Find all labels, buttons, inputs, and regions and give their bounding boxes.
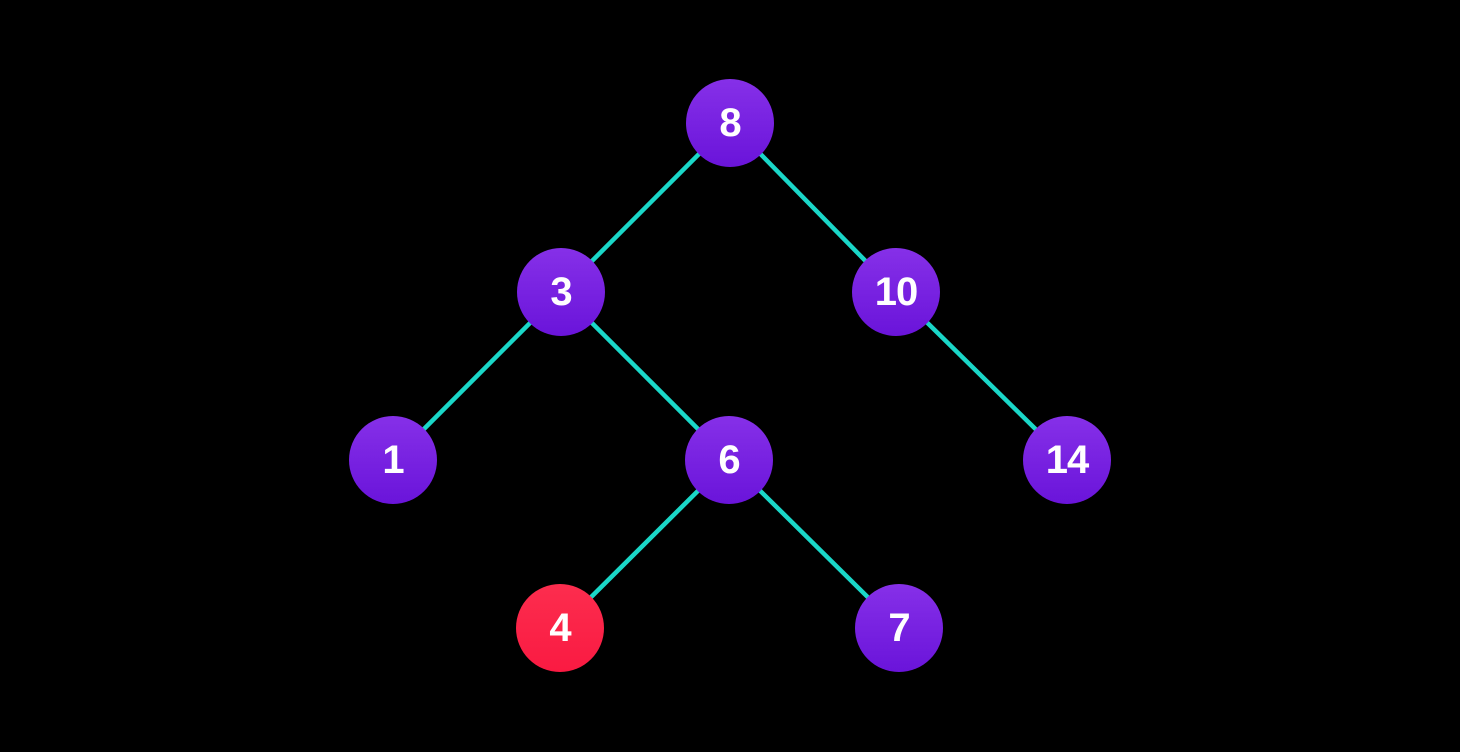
tree-node-10: 10 <box>852 248 940 336</box>
node-value: 14 <box>1045 438 1089 482</box>
node-value: 1 <box>382 438 404 482</box>
node-value: 10 <box>874 270 918 314</box>
tree-node-3: 3 <box>517 248 605 336</box>
tree-node-1: 1 <box>349 416 437 504</box>
tree-node-7: 7 <box>855 584 943 672</box>
node-value: 4 <box>549 606 571 650</box>
tree-node-6: 6 <box>685 416 773 504</box>
tree-node-4-highlighted: 4 <box>516 584 604 672</box>
node-value: 3 <box>550 270 572 314</box>
node-value: 6 <box>718 438 740 482</box>
node-value: 8 <box>719 101 741 145</box>
node-value: 7 <box>888 606 910 650</box>
tree-node-14: 14 <box>1023 416 1111 504</box>
tree-node-8: 8 <box>686 79 774 167</box>
